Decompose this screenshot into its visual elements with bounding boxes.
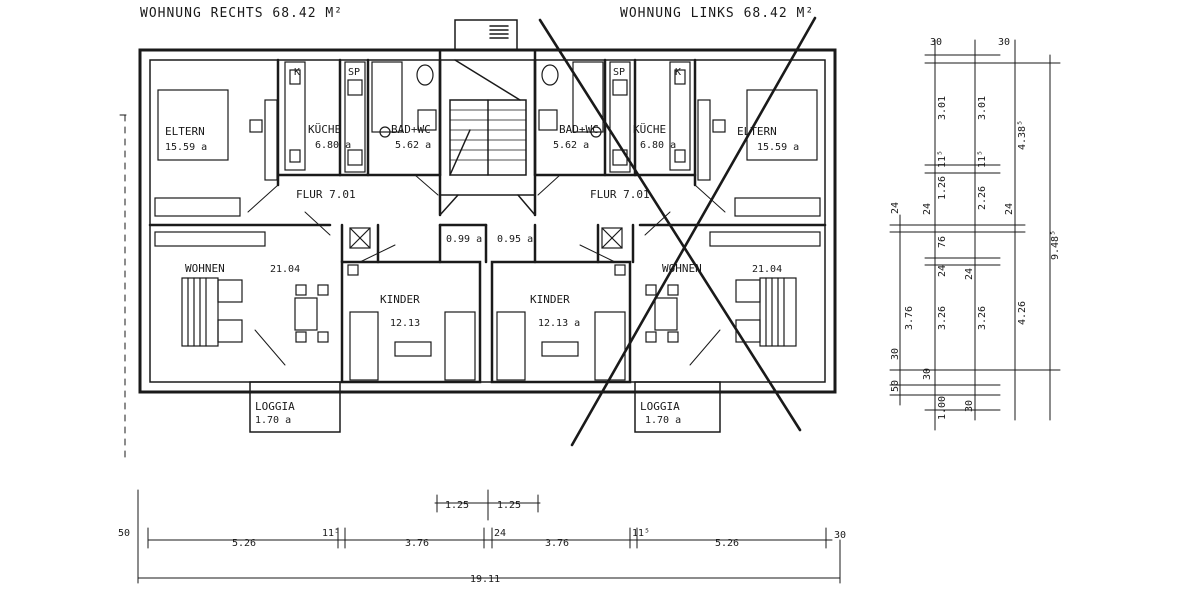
left-kinder-label: KINDER — [380, 293, 420, 306]
left-loggia — [249, 381, 341, 433]
left-loggia-label: LOGGIA — [255, 400, 295, 413]
right-kitchen-bath-fixtures — [538, 61, 691, 173]
header-right-unit: WOHNUNG LINKS 68.42 M² — [620, 6, 814, 21]
dim-seg2: 11⁵ — [322, 528, 340, 539]
side-dim-c1x-2: 30 — [890, 348, 901, 360]
right-kueche-area: 6.80 a — [640, 140, 676, 151]
side-dim-top-a: 30 — [930, 37, 942, 48]
right-kinder-label: KINDER — [530, 293, 570, 306]
right-flur-label: FLUR 7.01 — [590, 188, 650, 201]
side-dim-total: 9.48⁵ — [1050, 230, 1061, 260]
left-wohnen-furniture — [154, 231, 329, 347]
left-kinder-furniture — [347, 227, 476, 381]
side-dim-c2-2: 2.26 — [977, 186, 988, 210]
dim-end: 30 — [834, 530, 846, 541]
left-wohnen-label: WOHNEN — [185, 262, 225, 275]
side-dim-c1-1: 11⁵ — [937, 150, 948, 168]
side-dim-c1-3: 24 — [922, 203, 933, 215]
left-bad-area: 5.62 a — [395, 140, 431, 151]
dim-row1-a: 1.25 — [445, 500, 469, 511]
left-wohnen-area: 21.04 — [270, 264, 300, 275]
dim-seg7: 5.26 — [715, 538, 739, 549]
dim-seg6: 11⁵ — [632, 528, 650, 539]
closet-left-area: 0.99 a — [446, 234, 482, 245]
bottom-dimension-lines — [137, 489, 841, 584]
side-dim-c1x-1: 3.76 — [904, 306, 915, 330]
right-kinder-area: 12.13 a — [538, 318, 580, 329]
side-dim-c1x-3: 50 — [890, 380, 901, 392]
right-loggia-area: 1.70 a — [645, 415, 681, 426]
right-kinder-furniture — [496, 227, 626, 381]
side-dim-c1-5: 24 — [937, 265, 948, 277]
side-dim-top-b: 30 — [998, 37, 1010, 48]
left-kueche-label: KÜCHE — [308, 123, 341, 136]
left-flur-label: FLUR 7.01 — [296, 188, 356, 201]
right-sp-mark: SP — [613, 67, 625, 78]
dim-seg3: 3.76 — [405, 538, 429, 549]
side-dim-c2-3: 24 — [964, 268, 975, 280]
right-loggia-label: LOGGIA — [640, 400, 680, 413]
side-dim-c1-2: 1.26 — [937, 176, 948, 200]
dim-start: 50 — [118, 528, 130, 539]
left-k-mark: K — [294, 67, 300, 78]
right-eltern-furniture — [697, 89, 821, 217]
side-dim-c1-0: 3.01 — [937, 96, 948, 120]
left-eltern-label: ELTERN — [165, 125, 205, 138]
side-dim-c1x-0: 24 — [890, 202, 901, 214]
right-wohnen-area: 21.04 — [752, 264, 782, 275]
side-dim-c3-1: 24 — [1004, 203, 1015, 215]
left-eltern-area: 15.59 a — [165, 142, 207, 153]
side-dimension-lines — [889, 39, 1061, 431]
dim-row1-b: 1.25 — [497, 500, 521, 511]
side-dim-c2-5: 30 — [964, 400, 975, 412]
header-left-unit: WOHNUNG RECHTS 68.42 M² — [140, 6, 343, 21]
right-kueche-label: KÜCHE — [633, 123, 666, 136]
right-eltern-area: 15.59 a — [757, 142, 799, 153]
left-kitchen-bath-fixtures — [284, 61, 437, 173]
right-wohnen-label: WOHNEN — [662, 262, 702, 275]
left-sp-mark: SP — [348, 67, 360, 78]
dim-seg5: 3.76 — [545, 538, 569, 549]
left-bad-label: BAD+WC — [391, 123, 431, 136]
side-dim-c2-4: 3.26 — [977, 306, 988, 330]
side-dim-c3-0: 4.38⁵ — [1017, 120, 1028, 150]
right-loggia — [634, 381, 721, 433]
door-swings — [247, 174, 726, 366]
dim-seg4: 24 — [494, 528, 506, 539]
side-dim-c2-0: 3.01 — [977, 96, 988, 120]
left-kueche-area: 6.80 a — [315, 140, 351, 151]
dim-total: 19.11 — [470, 574, 500, 585]
side-dim-c1-4: 76 — [937, 236, 948, 248]
right-bad-label: BAD+WC — [559, 123, 599, 136]
right-k-mark: K — [675, 67, 681, 78]
left-kinder-area: 12.13 — [390, 318, 420, 329]
right-wohnen-furniture — [645, 231, 821, 347]
closet-right-area: 0.95 a — [497, 234, 533, 245]
stairwell — [438, 19, 537, 217]
side-dim-c1-7: 30 — [922, 368, 933, 380]
right-bad-area: 5.62 a — [553, 140, 589, 151]
right-eltern-label: ELTERN — [737, 125, 777, 138]
dim-seg1: 5.26 — [232, 538, 256, 549]
left-loggia-area: 1.70 a — [255, 415, 291, 426]
side-dim-c1-8: 1.00 — [937, 396, 948, 420]
left-eltern-furniture — [154, 89, 278, 217]
side-dim-c1-6: 3.26 — [937, 306, 948, 330]
cross-out-mark — [538, 16, 817, 447]
side-dim-c3-2: 4.26 — [1017, 301, 1028, 325]
side-dim-c2-1: 11⁵ — [977, 150, 988, 168]
left-margin-marks — [119, 114, 133, 461]
